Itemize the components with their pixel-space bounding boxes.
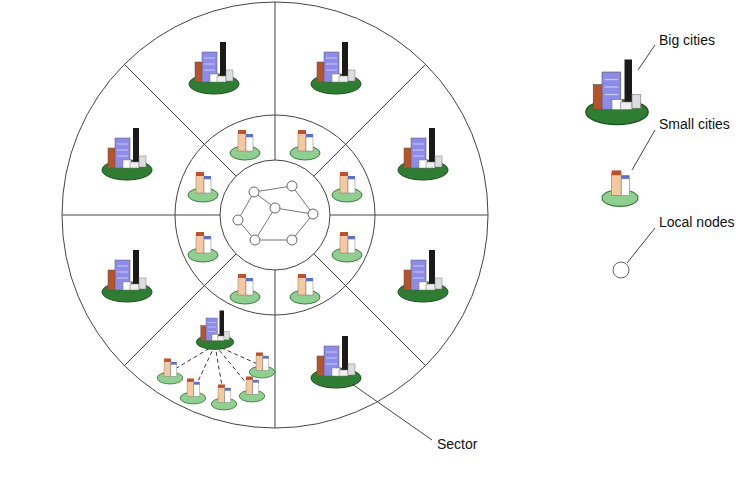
legend-label: Big cities bbox=[658, 32, 716, 48]
sector-label: Sector bbox=[436, 436, 478, 452]
legend-label: Small cities bbox=[658, 116, 731, 132]
legend-label: Local nodes bbox=[658, 214, 736, 230]
